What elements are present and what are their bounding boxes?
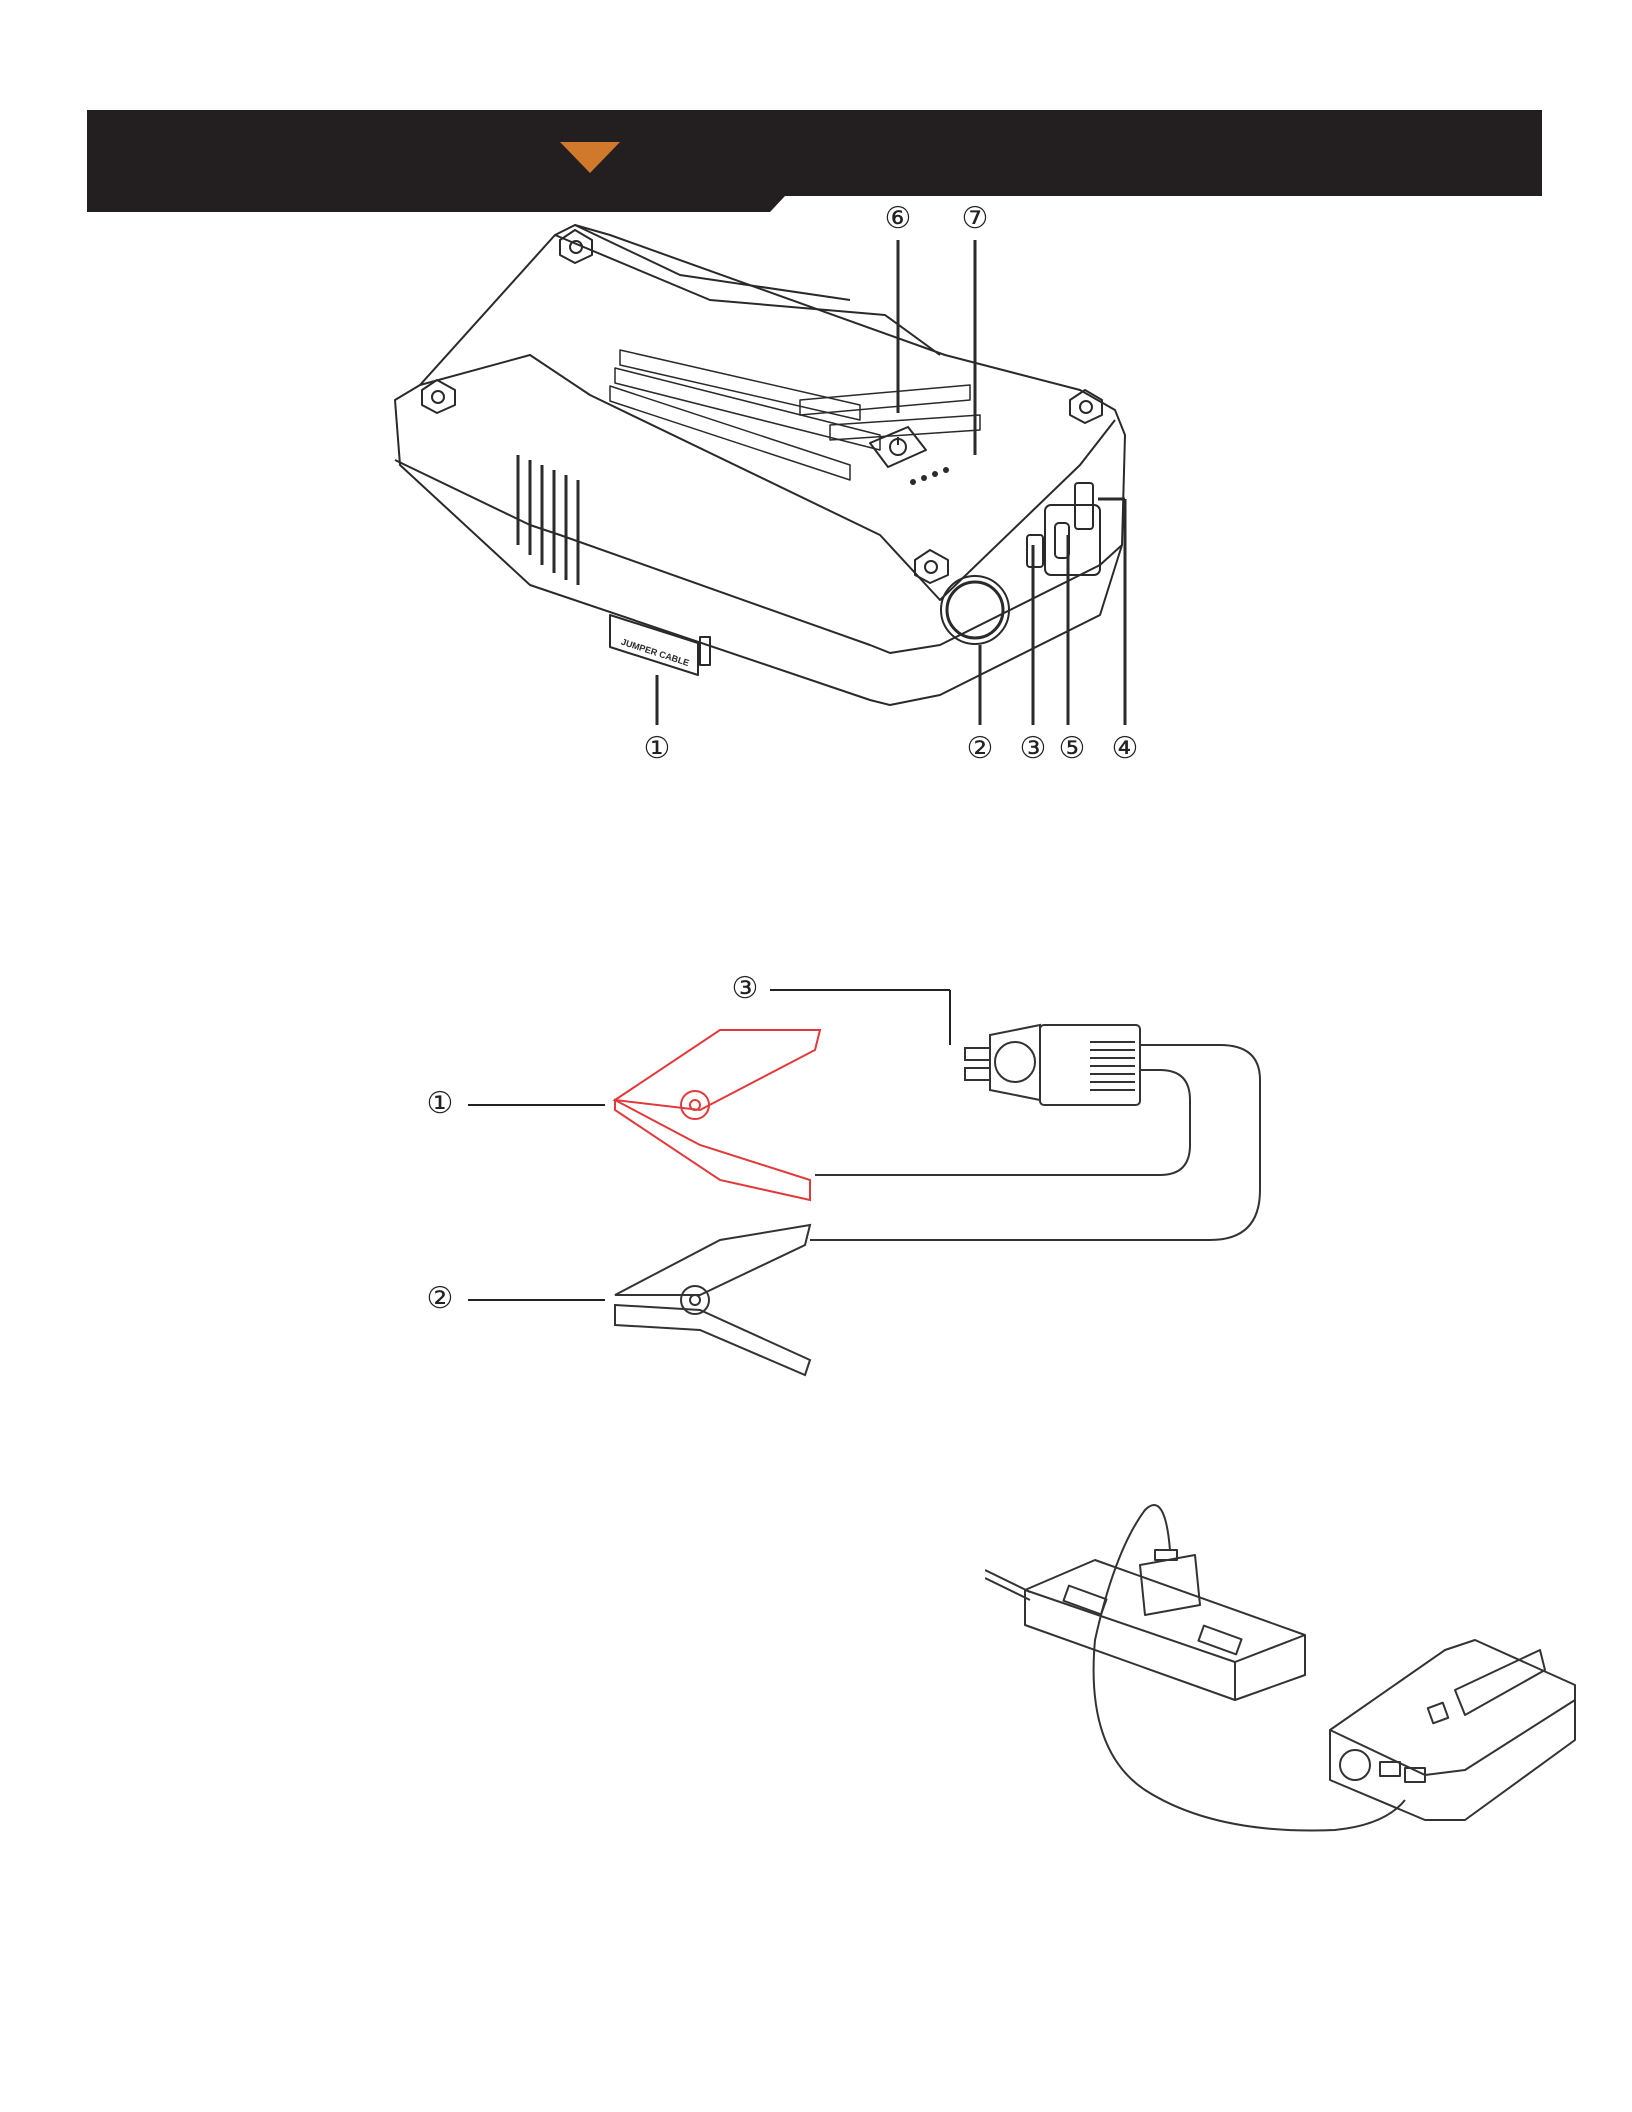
power-strip xyxy=(985,1560,1305,1700)
battery-indicator-leds xyxy=(910,467,949,485)
usb-wall-charger xyxy=(1140,1550,1200,1615)
vent-grille xyxy=(610,350,980,480)
side-ports xyxy=(1027,483,1100,575)
jump-starter-diagram: JUMPER CABLE ① ② ③ ⑤ ④ ⑥ ⑦ xyxy=(380,205,1200,785)
flashlight-lens xyxy=(947,582,1003,638)
smart-connector xyxy=(965,1025,1140,1105)
black-clamp xyxy=(615,1225,810,1375)
corner-bolts xyxy=(422,230,1102,583)
header-bar xyxy=(87,110,1542,212)
device-callout-4: ④ xyxy=(1112,731,1139,766)
jumper-cable-label: JUMPER CABLE xyxy=(620,637,691,668)
red-cable xyxy=(815,1070,1190,1175)
cable-callout-3: ③ xyxy=(732,971,759,1006)
jumper-cable-port: JUMPER CABLE xyxy=(610,615,710,675)
device-callout-5: ⑤ xyxy=(1059,731,1086,766)
black-cable xyxy=(810,1045,1260,1240)
device-callout-1: ① xyxy=(644,731,671,766)
red-clamp xyxy=(615,1030,820,1200)
header-banner xyxy=(0,0,1632,220)
charging-cable xyxy=(1094,1505,1405,1831)
charging-illustration xyxy=(985,1490,1605,1870)
cable-callout-1: ① xyxy=(427,1086,454,1121)
power-button xyxy=(870,427,926,467)
jump-starter-device xyxy=(1330,1640,1575,1820)
jumper-cable-diagram: ① ② ③ xyxy=(400,950,1300,1400)
device-callout-6: ⑥ xyxy=(885,205,912,236)
cable-callout-2: ② xyxy=(427,1281,454,1316)
device-callout-7: ⑦ xyxy=(962,205,989,236)
device-callout-3: ③ xyxy=(1020,731,1047,766)
side-ribs xyxy=(518,455,578,585)
device-body xyxy=(395,225,1125,705)
device-callout-2: ② xyxy=(967,731,994,766)
